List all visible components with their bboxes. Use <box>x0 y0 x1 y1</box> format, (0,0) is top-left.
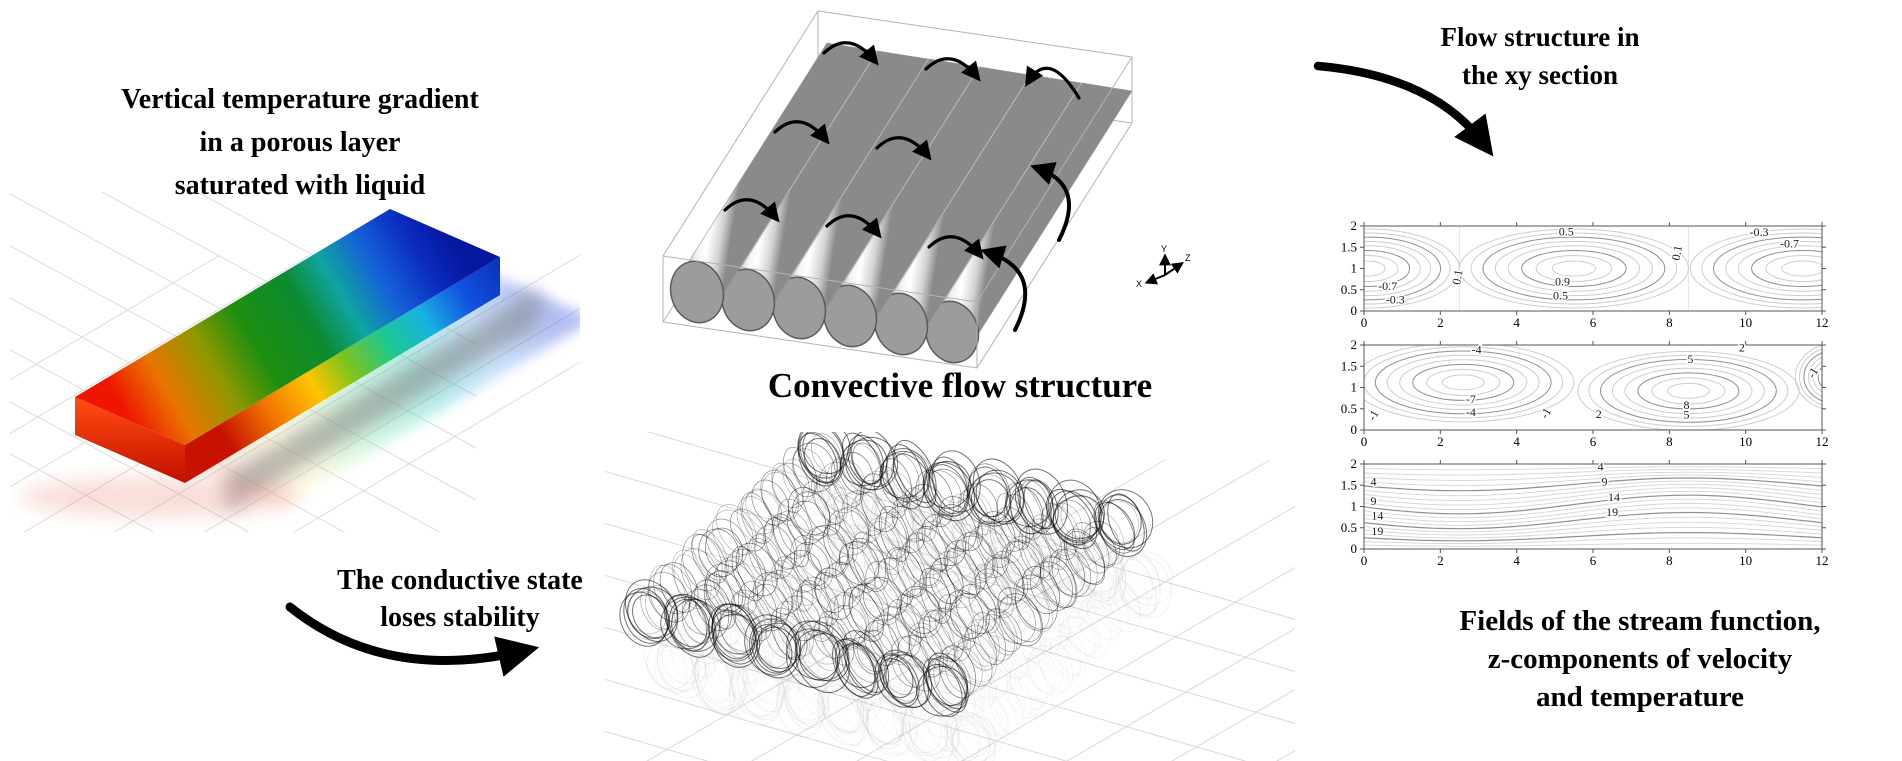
convection-roll-cylinders <box>662 42 1133 370</box>
svg-text:8: 8 <box>1666 315 1673 328</box>
header-line: Flow structure in <box>1440 22 1640 52</box>
svg-text:-1: -1 <box>1804 365 1821 381</box>
svg-text:4: 4 <box>1371 474 1377 488</box>
svg-text:0.5: 0.5 <box>1553 289 1568 303</box>
caption-line: z-components of velocity <box>1487 643 1793 675</box>
svg-text:4: 4 <box>1598 459 1604 473</box>
svg-text:10: 10 <box>1739 553 1752 566</box>
svg-text:2: 2 <box>1437 553 1444 566</box>
temperature-gradient-slab-figure <box>10 192 580 532</box>
streamline-rolls-figure <box>605 432 1295 761</box>
svg-text:5: 5 <box>1684 408 1690 422</box>
svg-text:0: 0 <box>1361 434 1368 447</box>
porous-slab <box>75 209 500 483</box>
svg-text:12: 12 <box>1816 434 1829 447</box>
svg-text:0.9: 0.9 <box>1555 275 1570 289</box>
caption-line: Fields of the stream function, <box>1459 605 1821 637</box>
circulation-arrows <box>723 41 1081 332</box>
svg-text:2: 2 <box>1351 218 1358 233</box>
svg-text:19: 19 <box>1371 524 1383 538</box>
svg-text:-0.7: -0.7 <box>1378 279 1397 293</box>
left-panel-title: Vertical temperature gradient in a porou… <box>70 78 530 207</box>
svg-text:-7: -7 <box>1466 392 1476 406</box>
svg-text:6: 6 <box>1590 315 1597 328</box>
svg-text:-4: -4 <box>1472 343 1482 357</box>
svg-text:-1: -1 <box>1365 407 1382 423</box>
svg-text:9: 9 <box>1371 494 1377 508</box>
svg-text:8: 8 <box>1666 434 1673 447</box>
svg-text:19: 19 <box>1606 505 1618 519</box>
svg-text:-0.3: -0.3 <box>1386 292 1405 306</box>
axis-label-z: Z <box>1185 253 1191 263</box>
convective-rolls-figure: Y Z X <box>662 10 1191 370</box>
svg-text:14: 14 <box>1371 508 1383 522</box>
svg-text:0.5: 0.5 <box>1559 224 1574 238</box>
svg-text:1: 1 <box>1351 380 1358 395</box>
svg-text:-0.7: -0.7 <box>1780 236 1799 250</box>
label-line: loses stability <box>380 602 540 633</box>
svg-text:4: 4 <box>1513 553 1520 566</box>
svg-text:-4: -4 <box>1466 405 1476 419</box>
svg-text:6: 6 <box>1590 434 1597 447</box>
svg-text:1.5: 1.5 <box>1341 477 1357 492</box>
svg-text:1.5: 1.5 <box>1341 239 1357 254</box>
svg-text:1: 1 <box>1351 499 1358 514</box>
fields-caption: Fields of the stream function, z-compone… <box>1405 602 1875 716</box>
axis-label-y: Y <box>1161 244 1167 254</box>
svg-text:0: 0 <box>1361 315 1368 328</box>
svg-text:-1: -1 <box>1537 405 1554 421</box>
caption-line: and temperature <box>1535 681 1745 713</box>
flow-structure-header: Flow structure in the xy section <box>1380 18 1700 94</box>
header-line: the xy section <box>1462 60 1618 90</box>
svg-text:5: 5 <box>1687 352 1693 366</box>
svg-text:0.5: 0.5 <box>1341 282 1357 297</box>
svg-text:9: 9 <box>1601 474 1607 488</box>
svg-text:2: 2 <box>1437 315 1444 328</box>
axis-label-x: X <box>1136 279 1142 289</box>
svg-text:10: 10 <box>1739 434 1752 447</box>
svg-text:14: 14 <box>1608 490 1620 504</box>
title-line: Vertical temperature gradient <box>121 84 479 115</box>
slab-red-reflection <box>20 477 300 517</box>
svg-text:2: 2 <box>1596 407 1602 421</box>
svg-text:1.5: 1.5 <box>1341 358 1357 373</box>
svg-text:1: 1 <box>1351 261 1358 276</box>
svg-text:0: 0 <box>1351 303 1358 318</box>
title-line: saturated with liquid <box>174 170 426 201</box>
svg-text:2: 2 <box>1351 456 1358 471</box>
label-line: The conductive state <box>337 565 583 596</box>
svg-text:6: 6 <box>1590 553 1597 566</box>
svg-text:0.5: 0.5 <box>1341 401 1357 416</box>
svg-text:2: 2 <box>1739 340 1745 354</box>
svg-text:0.5: 0.5 <box>1341 520 1357 535</box>
svg-text:12: 12 <box>1816 315 1829 328</box>
svg-text:2: 2 <box>1351 337 1358 352</box>
title-line: in a porous layer <box>199 127 401 158</box>
svg-text:4: 4 <box>1513 315 1520 328</box>
svg-text:8: 8 <box>1666 553 1673 566</box>
svg-text:0: 0 <box>1351 541 1358 556</box>
svg-text:0.1: 0.1 <box>1449 269 1465 286</box>
convective-flow-caption: Convective flow structure <box>767 366 1153 405</box>
svg-text:4: 4 <box>1513 434 1520 447</box>
svg-text:2: 2 <box>1437 434 1444 447</box>
flow-structure-arrow-icon <box>1313 61 1494 157</box>
conductive-state-label: The conductive state loses stability <box>250 562 670 636</box>
svg-text:0.1: 0.1 <box>1669 244 1685 261</box>
svg-text:10: 10 <box>1739 315 1752 328</box>
xyz-axes-triad: Y Z X <box>1136 244 1191 289</box>
svg-text:0: 0 <box>1351 422 1358 437</box>
svg-text:0: 0 <box>1361 553 1368 566</box>
svg-text:8: 8 <box>1684 398 1690 412</box>
svg-text:12: 12 <box>1816 553 1829 566</box>
conductive-state-arrow-icon <box>285 602 540 677</box>
slab-shadow <box>225 287 540 513</box>
svg-text:-0.3: -0.3 <box>1750 225 1769 239</box>
